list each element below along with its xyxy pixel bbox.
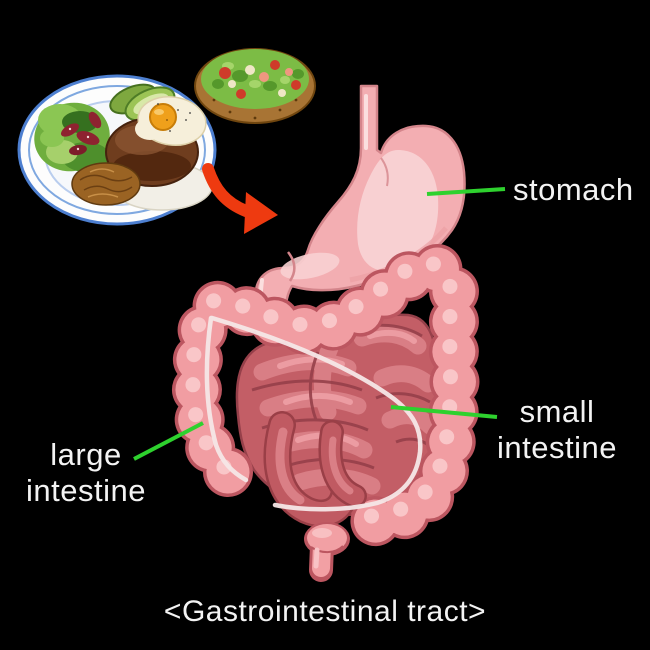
stomach-leader-line xyxy=(426,187,506,196)
salad-bowl-illustration xyxy=(194,48,316,124)
shredded-side-dish xyxy=(71,162,141,206)
diagram-caption: <Gastrointestinal tract> xyxy=(163,595,487,628)
meal-plate-illustration xyxy=(17,74,217,226)
small-intestine-label-line2: intestine xyxy=(497,430,617,465)
swallow-arrow-icon xyxy=(202,163,278,234)
small-intestine-leader-line xyxy=(390,405,498,419)
stomach-highlight xyxy=(357,150,439,271)
fried-egg xyxy=(135,96,207,146)
large-intestine-label-line2: intestine xyxy=(26,473,146,508)
large-intestine-leader-line xyxy=(133,421,204,461)
large-intestine-label-line1: large xyxy=(50,437,122,472)
salad-garnish xyxy=(34,102,110,172)
gi-tract-illustration xyxy=(193,84,465,582)
plate-ring xyxy=(28,85,206,215)
small-intestine-label-line1: small xyxy=(519,394,595,429)
stomach-label: stomach xyxy=(513,172,634,207)
mesentery-lines xyxy=(204,315,423,512)
rectum-illustration xyxy=(304,522,350,582)
leader-lines xyxy=(133,187,506,461)
